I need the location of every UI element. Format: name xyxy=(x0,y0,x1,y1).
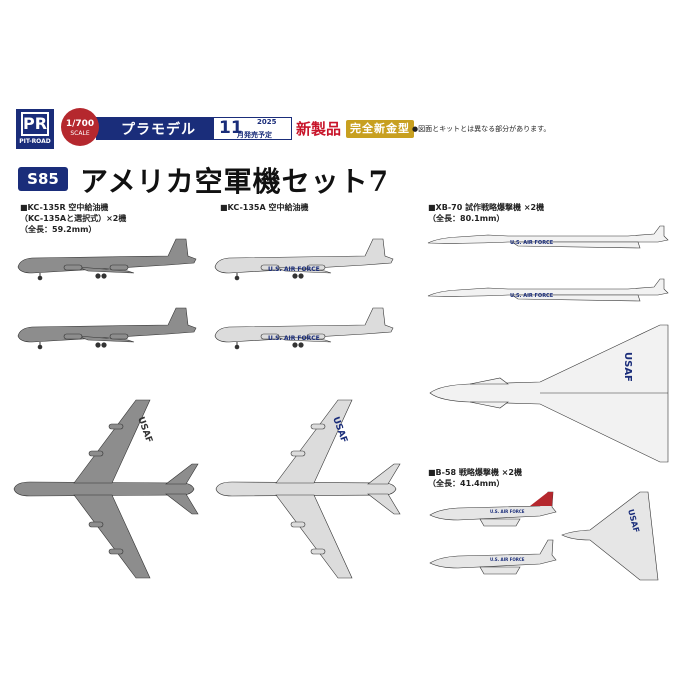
kc135r-side-1 xyxy=(17,238,197,281)
logo-text: PIT-ROAD xyxy=(19,138,51,145)
scale-label: SCALE xyxy=(70,130,90,137)
b58-side-2-marking: U.S. AIR FORCE xyxy=(490,557,525,562)
disclaimer-note: ●図面とキットとは異なる部分があります。 xyxy=(412,125,551,133)
kc135r-top xyxy=(13,399,199,579)
b58-tail-stripe xyxy=(530,492,553,506)
xb70-top xyxy=(429,324,669,463)
kc135a-top xyxy=(215,399,401,579)
kc135r-label: ■KC-135R 空中給油機 （KC-135Aと選択式）×2機 （全長：59.2… xyxy=(20,203,127,234)
kc135r-top-marking: USAF xyxy=(135,416,154,445)
release-label: 月発売予定 xyxy=(237,131,272,139)
kc135a-side-1-marking: U.S. AIR FORCE xyxy=(268,266,320,273)
b58-side-2 xyxy=(429,539,557,575)
scale-badge: 1/700 SCALE xyxy=(61,108,99,146)
xb70-side-2-marking: U.S. AIR FORCE xyxy=(510,293,554,299)
kc135a-side-2 xyxy=(214,307,394,350)
pit-road-logo: PR PIT-ROAD xyxy=(16,109,54,149)
kc135a-side-2-marking: U.S. AIR FORCE xyxy=(268,335,320,342)
b58-label: ■B-58 戦略爆撃機 ×2機 （全長：41.4mm） xyxy=(428,468,522,488)
logo-mark: PR xyxy=(21,112,49,136)
kc135r-side-2 xyxy=(17,307,197,350)
xb70-side-1-marking: U.S. AIR FORCE xyxy=(510,240,554,246)
new-mold-badge: 完全新金型 xyxy=(346,120,414,138)
new-product-label: 新製品 xyxy=(296,120,342,138)
release-box xyxy=(213,117,292,140)
kc135a-label: ■KC-135A 空中給油機 xyxy=(220,203,309,212)
product-code: S85 xyxy=(18,167,68,191)
scale-value: 1/700 xyxy=(65,119,95,129)
category-label: プラモデル xyxy=(121,122,196,138)
b58-side-1 xyxy=(429,491,557,527)
kc135a-side-1 xyxy=(214,238,394,281)
product-title: アメリカ空軍機セット7 xyxy=(80,165,390,198)
b58-side-1-marking: U.S. AIR FORCE xyxy=(490,509,525,514)
b58-top xyxy=(561,491,659,581)
release-month: 11 xyxy=(219,118,243,138)
release-year: 2025 xyxy=(257,118,277,126)
xb70-top-marking: USAF xyxy=(622,352,633,382)
xb70-label: ■XB-70 試作戦略爆撃機 ×2機 （全長：80.1mm） xyxy=(428,203,545,223)
